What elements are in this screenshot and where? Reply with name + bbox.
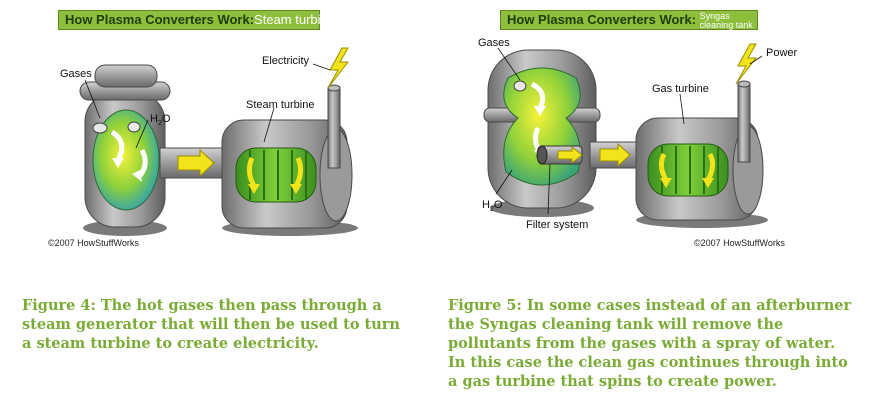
figure-4-caption: Figure 4: The hot gases then pass throug… xyxy=(22,296,400,353)
caption-line: steam generator that will then be used t… xyxy=(22,316,400,333)
figure-5-diagram: Gases Power Gas turbine H2O Filter syste… xyxy=(478,37,798,248)
caption-line: a steam turbine to create electricity. xyxy=(22,335,319,352)
figure-5-banner-title: How Plasma Converters Work: xyxy=(507,12,697,27)
gases-label: Gases xyxy=(478,37,510,49)
syngas-cleaning-tank xyxy=(483,49,601,217)
power-label: Power xyxy=(766,47,798,59)
steam-turbine-label: Steam turbine xyxy=(246,99,314,111)
h2o-label: H2O xyxy=(150,113,171,127)
gases-label: Gases xyxy=(60,68,92,80)
lightning-bolt-icon xyxy=(327,47,350,89)
figure-4-banner: How Plasma Converters Work:Steam turbine… xyxy=(58,10,341,30)
power-outlet-pipe xyxy=(737,80,751,163)
gas-turbine-housing xyxy=(635,117,768,228)
figure-5-credit: ©2007 HowStuffWorks xyxy=(694,238,785,248)
caption-line: Figure 5: In some cases instead of an af… xyxy=(448,297,852,314)
filter-system-label: Filter system xyxy=(526,219,588,231)
figure-4-panel: How Plasma Converters Work:Steam turbine… xyxy=(0,0,430,412)
electricity-label: Electricity xyxy=(262,55,310,67)
gas-turbine-label: Gas turbine xyxy=(652,83,709,95)
label-leader-lines xyxy=(495,47,763,215)
plasma-converter-vessel xyxy=(79,64,171,236)
caption-line: pollutants from the gases with a spray o… xyxy=(448,335,836,352)
figure-4-diagram: Gases H2O Steam turbine Electricity ©200… xyxy=(48,47,358,248)
caption-line: the Syngas cleaning tank will remove the xyxy=(448,316,784,333)
electricity-outlet-pipe xyxy=(327,84,341,169)
figure-5-caption: Figure 5: In some cases instead of an af… xyxy=(448,296,851,391)
gas-flow-arrows xyxy=(110,129,148,182)
caption-line: In this case the clean gas continues thr… xyxy=(448,354,848,371)
caption-line: a gas turbine that spins to create power… xyxy=(448,373,777,390)
lightning-bolt-icon xyxy=(735,43,758,85)
figure-4-banner-title: How Plasma Converters Work: xyxy=(65,12,255,27)
caption-line: Figure 4: The hot gases then pass throug… xyxy=(22,297,382,314)
h2o-label: H2O xyxy=(482,199,503,213)
figure-4-banner-subtitle: Steam turbines xyxy=(254,12,342,27)
figure-4-credit: ©2007 HowStuffWorks xyxy=(48,238,139,248)
label-leader-lines xyxy=(84,63,331,149)
connecting-pipe xyxy=(589,141,643,169)
connecting-pipe xyxy=(159,147,229,179)
filter-system xyxy=(536,145,583,165)
